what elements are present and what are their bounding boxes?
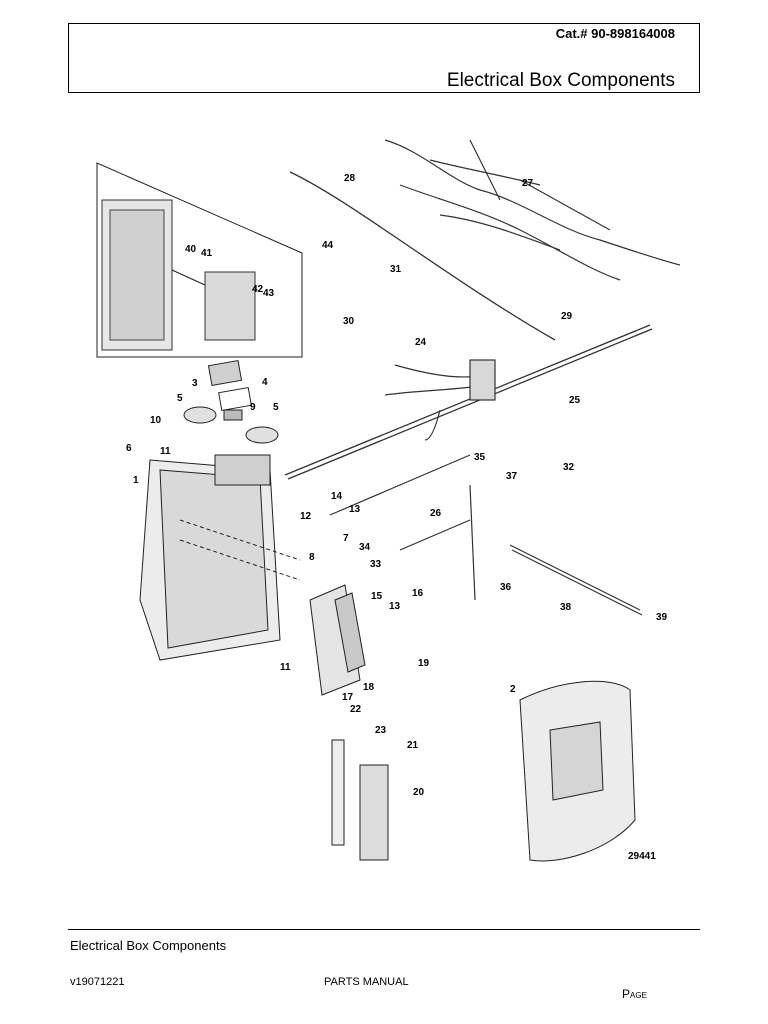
callout-36: 36 bbox=[500, 582, 512, 593]
figure-number: 29441 bbox=[628, 851, 656, 862]
cable-28 bbox=[289, 171, 556, 341]
callout-14: 14 bbox=[331, 491, 343, 502]
callout-31: 31 bbox=[390, 264, 402, 275]
callout-17: 17 bbox=[342, 692, 354, 703]
engine-inset bbox=[96, 162, 303, 358]
callout-28: 28 bbox=[344, 173, 356, 184]
callout-15: 15 bbox=[371, 591, 383, 602]
callout-37: 37 bbox=[506, 471, 518, 482]
callout-44: 44 bbox=[322, 240, 334, 251]
misc-cables bbox=[399, 484, 643, 616]
callout-12: 12 bbox=[300, 511, 312, 522]
callout-labels: 1 2 3 4 5 5 6 7 8 9 10 11 11 12 13 13 14… bbox=[126, 173, 668, 862]
callout-9: 9 bbox=[250, 402, 256, 413]
header-box: Cat.# 90-898164008 Electrical Box Compon… bbox=[68, 23, 700, 93]
callout-42: 42 bbox=[252, 284, 264, 295]
footer-title: Electrical Box Components bbox=[70, 938, 227, 953]
version-label: v19071221 bbox=[70, 976, 125, 988]
callout-6: 6 bbox=[126, 443, 132, 454]
callout-30: 30 bbox=[343, 316, 355, 327]
manual-label: PARTS MANUAL bbox=[324, 976, 409, 988]
callout-34: 34 bbox=[359, 542, 371, 553]
wiring-harness bbox=[384, 139, 681, 281]
callout-29: 29 bbox=[561, 311, 573, 322]
page-label: Page bbox=[622, 987, 647, 1001]
callout-26: 26 bbox=[430, 508, 442, 519]
callout-33: 33 bbox=[370, 559, 382, 570]
callout-41: 41 bbox=[201, 248, 213, 259]
callout-40: 40 bbox=[185, 244, 197, 255]
callout-38: 38 bbox=[560, 602, 572, 613]
callout-21: 21 bbox=[407, 740, 419, 751]
callout-16: 16 bbox=[412, 588, 424, 599]
catalog-number: Cat.# 90-898164008 bbox=[555, 26, 675, 41]
callout-23: 23 bbox=[375, 725, 387, 736]
callout-13b: 13 bbox=[389, 601, 401, 612]
callout-3: 3 bbox=[192, 378, 198, 389]
cable-24 bbox=[384, 359, 496, 441]
box-cover bbox=[519, 680, 636, 862]
callout-11b: 11 bbox=[280, 662, 291, 673]
callout-11a: 11 bbox=[160, 446, 171, 457]
callout-1: 1 bbox=[133, 475, 139, 486]
callout-27: 27 bbox=[522, 178, 534, 189]
callout-4: 4 bbox=[262, 377, 268, 388]
callout-19: 19 bbox=[418, 658, 430, 669]
callout-24: 24 bbox=[415, 337, 427, 348]
callout-13a: 13 bbox=[349, 504, 361, 515]
callout-8: 8 bbox=[309, 552, 315, 563]
callout-20: 20 bbox=[413, 787, 425, 798]
electrical-box bbox=[139, 454, 301, 661]
callout-39: 39 bbox=[656, 612, 668, 623]
callout-5b: 5 bbox=[273, 402, 279, 413]
callout-25: 25 bbox=[569, 395, 581, 406]
fuse-block bbox=[331, 739, 389, 861]
callout-5a: 5 bbox=[177, 393, 183, 404]
callout-7: 7 bbox=[343, 533, 349, 544]
callout-35: 35 bbox=[474, 452, 486, 463]
footer-divider bbox=[68, 929, 700, 930]
callout-10: 10 bbox=[150, 415, 162, 426]
callout-22: 22 bbox=[350, 704, 362, 715]
gaskets-and-covers bbox=[183, 359, 279, 444]
callout-32: 32 bbox=[563, 462, 575, 473]
callout-18: 18 bbox=[363, 682, 375, 693]
callout-2: 2 bbox=[510, 684, 516, 695]
ecm-module bbox=[309, 584, 366, 696]
page-title: Electrical Box Components bbox=[446, 70, 675, 91]
callout-43: 43 bbox=[263, 288, 275, 299]
cable-25 bbox=[284, 324, 653, 480]
cable-14 bbox=[329, 454, 471, 516]
